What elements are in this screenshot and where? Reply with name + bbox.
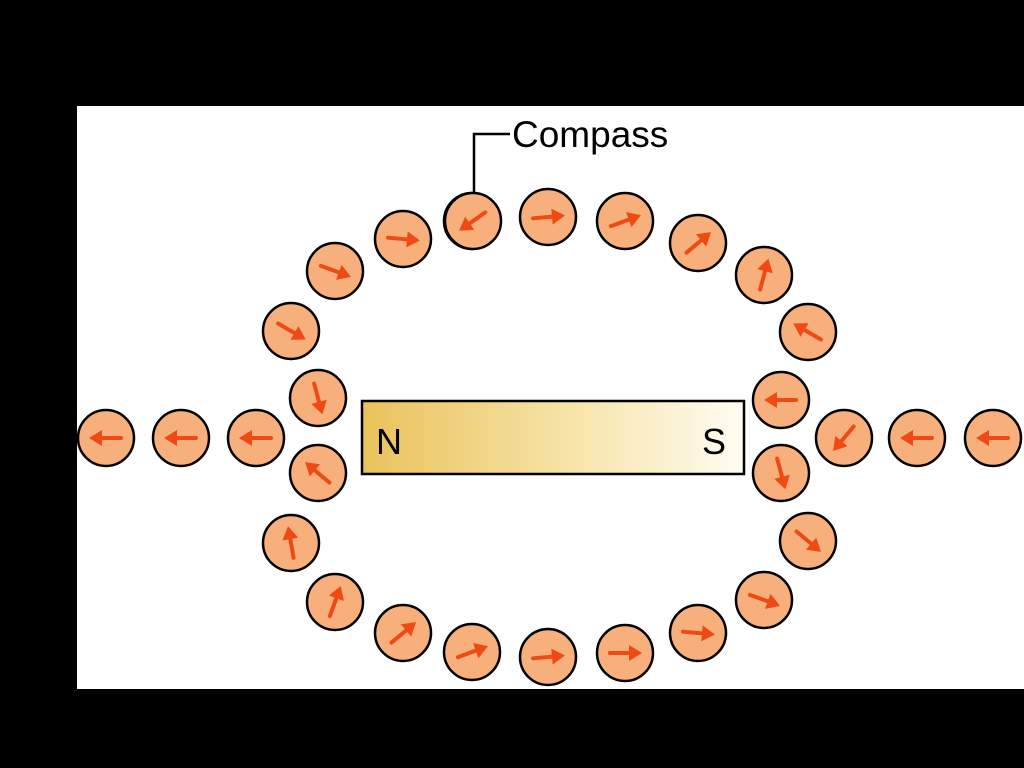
compass [442, 622, 502, 682]
arrow-icon [89, 430, 123, 446]
arrow-icon [774, 456, 790, 490]
compass [595, 191, 655, 251]
compass [887, 408, 947, 468]
compass [261, 301, 321, 361]
arrow-icon [608, 212, 641, 229]
compass [778, 511, 838, 571]
magnet-south-label: S [702, 421, 726, 462]
compass [288, 443, 348, 503]
compass-callout: Compass [472, 114, 668, 193]
arrow-icon [764, 392, 798, 408]
compass [288, 368, 348, 428]
compass [814, 408, 874, 468]
compass [305, 572, 365, 632]
magnet-north-label: N [376, 421, 402, 462]
arrow-icon [793, 323, 823, 342]
arrow-icon [164, 430, 198, 446]
arrow-icon [389, 622, 417, 645]
compass-group [76, 187, 1023, 687]
compass [373, 209, 433, 269]
bar-magnet: N S [360, 399, 746, 476]
compass-label: Compass [512, 114, 668, 155]
arrow-icon [239, 430, 273, 446]
compass [734, 245, 794, 305]
arrow-icon [747, 592, 780, 609]
arrow-icon [276, 321, 306, 340]
arrow-icon [304, 462, 332, 485]
arrow-icon [681, 625, 715, 642]
arrow-icon [282, 526, 299, 560]
arrow-icon [684, 232, 712, 255]
compass [751, 443, 811, 503]
compass-leader-line [472, 132, 510, 193]
arrow-icon [794, 529, 822, 552]
compass [778, 302, 838, 362]
compass [518, 187, 578, 247]
compass [668, 213, 728, 273]
arrow-icon [833, 424, 856, 452]
compass [963, 408, 1023, 468]
compass [518, 627, 578, 687]
compass [668, 603, 728, 663]
arrow-icon [608, 645, 642, 661]
arrow-icon [459, 210, 488, 231]
arrow-icon [900, 430, 934, 446]
arrow-icon [386, 231, 420, 248]
compass [261, 513, 321, 573]
arrow-icon [318, 263, 351, 280]
compass [734, 570, 794, 630]
compass [751, 370, 811, 430]
compass [151, 408, 211, 468]
compass [373, 603, 433, 663]
compass [443, 191, 503, 251]
compass [76, 408, 136, 468]
arrow-icon [757, 258, 773, 292]
arrow-icon [311, 381, 327, 415]
compass [226, 408, 286, 468]
arrow-icon [531, 648, 565, 665]
compass [595, 623, 655, 683]
compass [305, 241, 365, 301]
magnet-body [360, 399, 746, 476]
arrow-icon [976, 430, 1010, 446]
arrow-icon [327, 586, 344, 619]
arrow-icon [455, 643, 488, 660]
arrow-icon [531, 208, 565, 225]
